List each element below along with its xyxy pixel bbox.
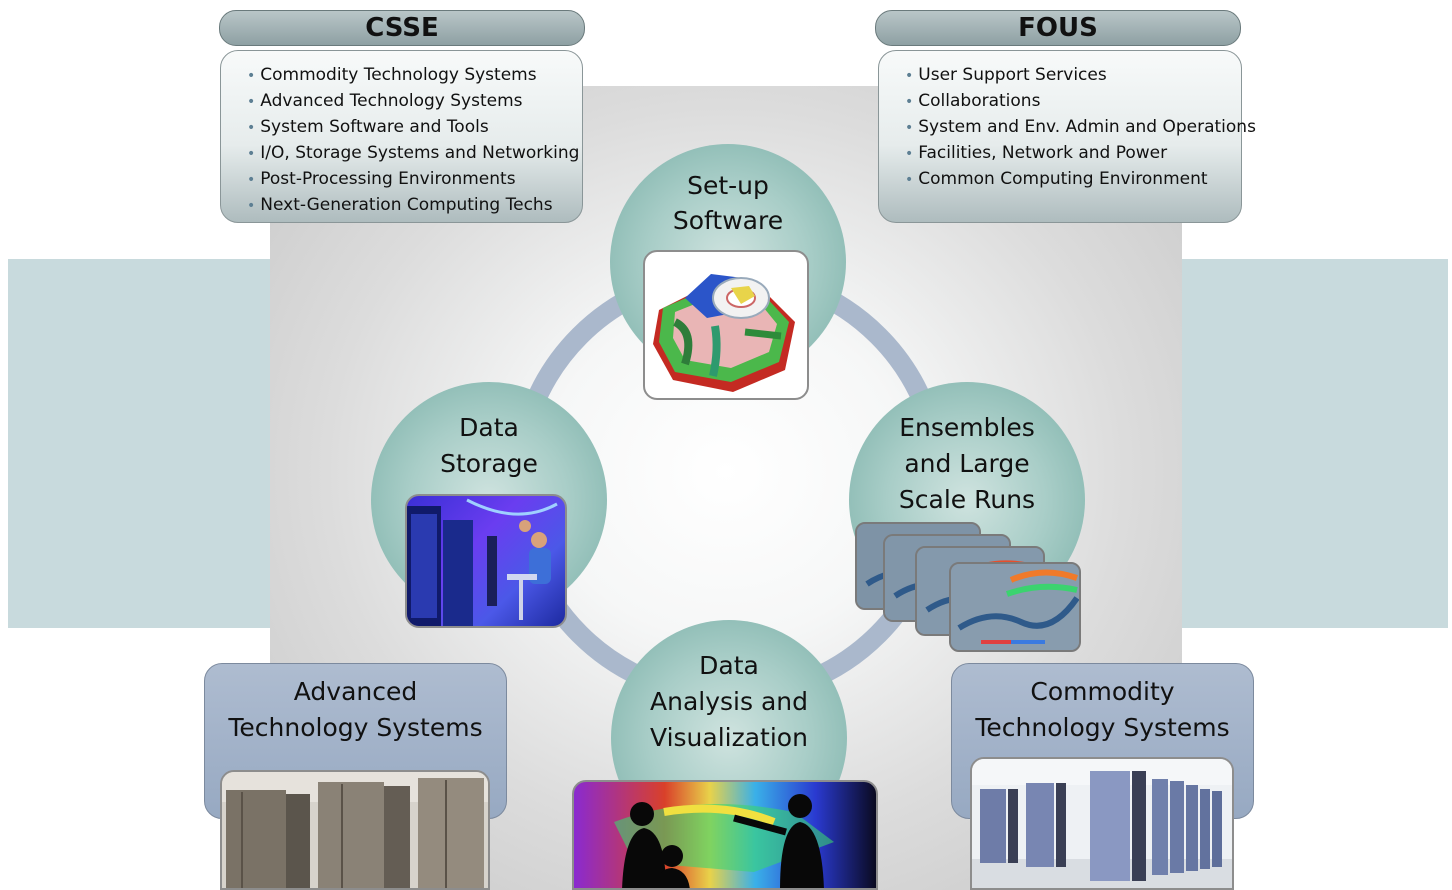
data-analysis-label-line3: Visualization — [650, 723, 808, 752]
fous-list: User Support Services Collaborations Sys… — [905, 63, 1256, 193]
fous-item: Facilities, Network and Power — [905, 141, 1241, 167]
data-storage-label-line2: Storage — [440, 449, 538, 478]
simulation-frame — [949, 562, 1081, 652]
csse-item: Commodity Technology Systems — [247, 63, 582, 89]
ensembles-label-line2: and Large — [904, 449, 1030, 478]
server-racks-photo — [970, 757, 1234, 890]
supercomputer-cabinets-photo — [220, 770, 490, 890]
csse-panel: Commodity Technology Systems Advanced Te… — [220, 50, 583, 223]
advanced-systems-label-line2: Technology Systems — [228, 713, 483, 742]
setup-software-label-line1: Set-up — [687, 171, 769, 200]
visualization-photo — [572, 780, 878, 890]
commodity-systems-label-line2: Technology Systems — [975, 713, 1230, 742]
csse-header: CSSE — [219, 10, 585, 46]
fous-header: FOUS — [875, 10, 1241, 46]
ensembles-label-line3: Scale Runs — [898, 485, 1036, 514]
csse-item: I/O, Storage Systems and Networking — [247, 141, 582, 167]
csse-item: System Software and Tools — [247, 115, 582, 141]
commodity-systems-label-line1: Commodity — [1030, 677, 1175, 706]
mesh-model-image — [643, 250, 809, 400]
advanced-systems-label-line1: Advanced — [293, 677, 418, 706]
fous-item: User Support Services — [905, 63, 1241, 89]
fous-item: Common Computing Environment — [905, 167, 1241, 193]
csse-item: Next-Generation Computing Techs — [247, 193, 582, 219]
data-analysis-label-line2: Analysis and — [650, 687, 808, 716]
fous-item: Collaborations — [905, 89, 1241, 115]
csse-item: Post-Processing Environments — [247, 167, 582, 193]
csse-list: Commodity Technology Systems Advanced Te… — [247, 63, 582, 219]
fous-panel: User Support Services Collaborations Sys… — [878, 50, 1256, 223]
data-center-photo — [405, 494, 567, 628]
data-analysis-label-line1: Data — [699, 651, 759, 680]
fous-item: System and Env. Admin and Operations — [905, 115, 1256, 141]
ensembles-label-line1: Ensembles — [899, 413, 1035, 442]
setup-software-label-line2: Software — [672, 206, 784, 235]
csse-item: Advanced Technology Systems — [247, 89, 582, 115]
data-storage-label-line1: Data — [459, 413, 519, 442]
